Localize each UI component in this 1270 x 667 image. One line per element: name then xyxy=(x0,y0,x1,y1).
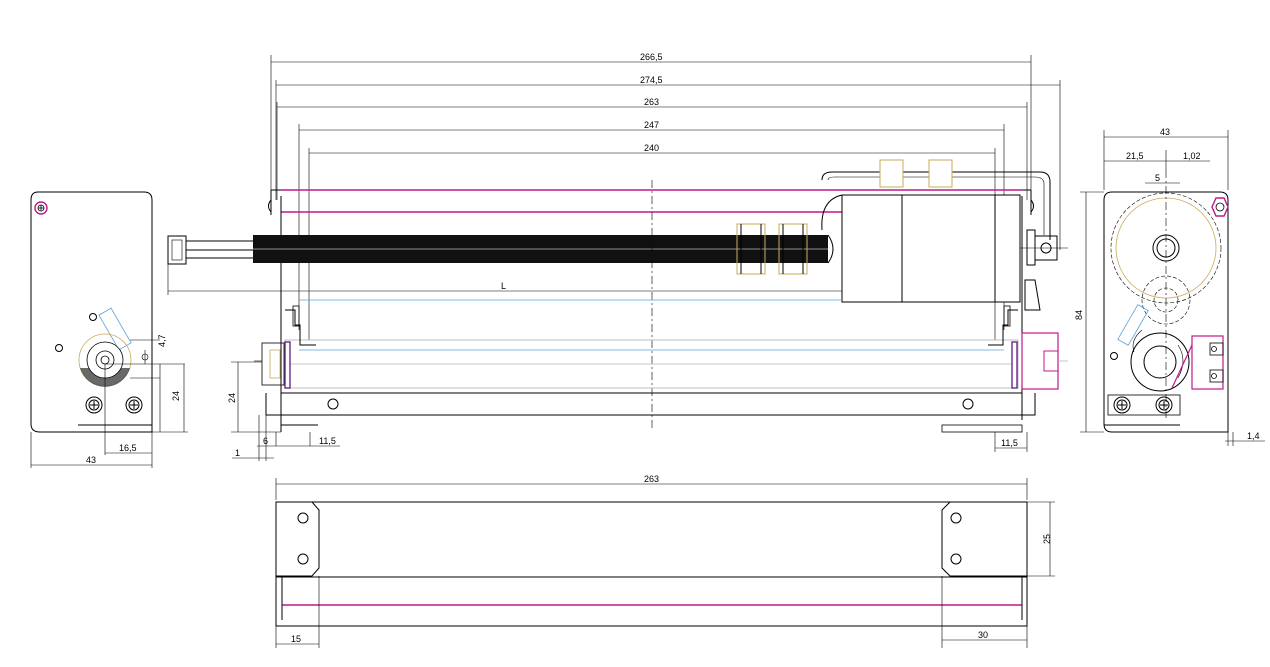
dim-right-1-02: 1,02 xyxy=(1183,151,1201,161)
dim-bottom-263: 263 xyxy=(644,474,659,484)
dim-bottom-15: 15 xyxy=(291,634,301,644)
dim-247: 247 xyxy=(644,120,659,130)
dim-side-1: 1 xyxy=(235,448,240,458)
dim-right-84: 84 xyxy=(1074,310,1084,320)
left-view-bracket-blue xyxy=(98,307,132,351)
dim-274-5: 274,5 xyxy=(640,75,663,85)
dim-side-24: 24 xyxy=(227,393,237,403)
dim-side-11-5-right: 11,5 xyxy=(1001,438,1018,448)
dim-263-top: 263 xyxy=(644,97,659,107)
dim-266-5: 266,5 xyxy=(640,52,663,62)
shaft-clamp xyxy=(778,223,808,275)
right-view-wheel-icon xyxy=(1130,329,1190,392)
dim-left-16-5: 16,5 xyxy=(119,443,137,453)
dim-L: L xyxy=(501,281,506,291)
dim-right-5: 5 xyxy=(1155,173,1160,183)
dim-left-24: 24 xyxy=(171,391,181,401)
connector-plug xyxy=(167,235,254,265)
dim-left-43: 43 xyxy=(86,455,96,465)
left-view-screw-top-icon xyxy=(34,201,48,215)
dim-bottom-30: 30 xyxy=(978,630,988,640)
dim-side-6: 6 xyxy=(263,436,268,446)
dim-right-21-5: 21,5 xyxy=(1126,151,1144,161)
shaft-clamp xyxy=(736,223,766,275)
front-view: L 24 xyxy=(167,159,1068,461)
right-end-view: 43 21,5 1,02 5 84 1,4 xyxy=(1074,127,1265,446)
right-view-nut-icon xyxy=(1211,197,1229,217)
bottom-view: 263 25 15 30 xyxy=(275,474,1055,648)
right-view-screw-icon xyxy=(1107,394,1181,416)
dim-240: 240 xyxy=(644,143,659,153)
right-end-cap xyxy=(1021,332,1059,390)
dim-side-11-5-left: 11,5 xyxy=(319,436,336,446)
cable-clip xyxy=(879,159,904,188)
right-view-bracket-blue xyxy=(1117,304,1149,346)
dim-right-1-4: 1,4 xyxy=(1247,431,1260,441)
left-view-screw-icon xyxy=(125,396,143,414)
left-end-view: 4,7 16,5 43 24 xyxy=(30,191,188,468)
dim-left-4-7: 4,7 xyxy=(157,334,167,347)
left-view-screw-icon xyxy=(85,396,103,414)
motor-housing xyxy=(821,159,1068,311)
cable-clip xyxy=(928,159,953,188)
right-view-switch-icon xyxy=(1171,335,1224,390)
dim-right-43: 43 xyxy=(1160,127,1170,137)
dim-bottom-25: 25 xyxy=(1042,534,1052,544)
